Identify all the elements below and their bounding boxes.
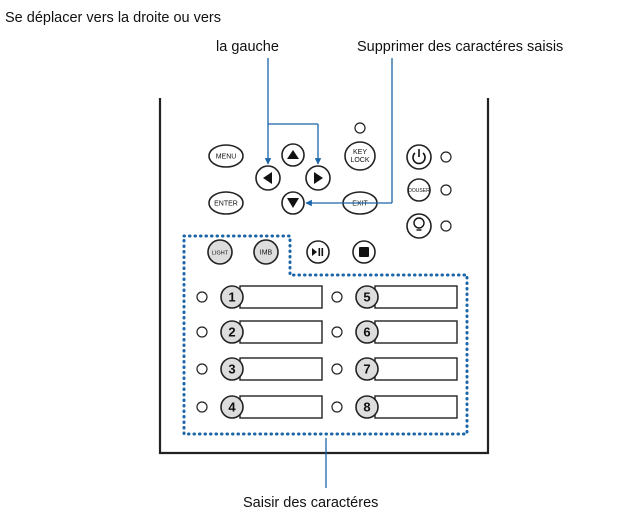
preset-2-number: 2 xyxy=(228,325,235,340)
keypad-highlight-region xyxy=(182,234,469,436)
preset-8-number: 8 xyxy=(363,400,370,415)
down-arrow-button[interactable] xyxy=(281,191,305,215)
preset-4-number: 4 xyxy=(228,400,236,415)
preset-5-number: 5 xyxy=(363,290,370,305)
callout-move-left-right xyxy=(264,58,322,165)
preset-5[interactable]: 5 xyxy=(331,285,458,309)
menu-button[interactable]: MENU xyxy=(208,144,244,168)
power-icon xyxy=(412,149,426,165)
down-arrow-icon xyxy=(287,198,299,208)
power-button[interactable] xyxy=(406,144,432,170)
menu-label: MENU xyxy=(216,154,237,161)
key-lock-label-1: KEY xyxy=(353,149,367,156)
left-arrow-button[interactable] xyxy=(255,165,281,191)
preset-6-indicator xyxy=(331,326,343,338)
preset-7-indicator xyxy=(331,363,343,375)
right-arrow-icon xyxy=(314,172,323,184)
preset-2-label-slot xyxy=(239,320,323,344)
callout-delete-chars xyxy=(305,58,393,207)
preset-1[interactable]: 1 xyxy=(196,285,323,309)
left-arrow-icon xyxy=(263,172,272,184)
light-button[interactable]: LIGHT xyxy=(207,239,233,265)
imb-button[interactable]: IMB xyxy=(253,239,279,265)
up-arrow-button[interactable] xyxy=(281,143,305,167)
preset-8-label-slot xyxy=(374,395,458,419)
preset-6-number: 6 xyxy=(363,325,370,340)
preset-5-indicator xyxy=(331,291,343,303)
preset-1-indicator xyxy=(196,291,208,303)
enter-button[interactable]: ENTER xyxy=(208,191,244,215)
stop-button[interactable] xyxy=(352,240,376,264)
preset-6[interactable]: 6 xyxy=(331,320,458,344)
caption-move-left-right-line2: la gauche xyxy=(216,39,279,55)
preset-4[interactable]: 4 xyxy=(196,395,323,419)
caption-delete-chars: Supprimer des caractéres saisis xyxy=(357,39,563,55)
preset-4-label-slot xyxy=(239,395,323,419)
key-lock-button[interactable]: KEY LOCK xyxy=(344,141,376,171)
caption-enter-chars: Saisir des caractéres xyxy=(243,495,378,511)
preset-7[interactable]: 7 xyxy=(331,357,458,381)
imb-label: IMB xyxy=(260,250,273,257)
enter-label: ENTER xyxy=(214,201,238,208)
preset-3[interactable]: 3 xyxy=(196,357,323,381)
key-lock-label-2: LOCK xyxy=(350,157,369,164)
preset-7-number: 7 xyxy=(363,362,370,377)
preset-5-label-slot xyxy=(374,285,458,309)
light-label: LIGHT xyxy=(212,251,229,257)
lamp-indicator xyxy=(440,220,452,232)
lamp-button[interactable] xyxy=(406,213,432,239)
caption-move-left-right-line1: Se déplacer vers la droite ou vers xyxy=(5,10,221,26)
douser-button[interactable]: DOUSER xyxy=(407,178,431,202)
remote-body-outline xyxy=(158,98,490,455)
preset-2-indicator xyxy=(196,326,208,338)
preset-4-indicator xyxy=(196,401,208,413)
power-indicator xyxy=(440,151,452,163)
up-arrow-icon xyxy=(287,150,299,159)
preset-8-indicator xyxy=(331,401,343,413)
lamp-icon xyxy=(413,217,425,231)
preset-2[interactable]: 2 xyxy=(196,320,323,344)
preset-3-number: 3 xyxy=(228,362,235,377)
preset-1-number: 1 xyxy=(228,290,235,305)
stop-icon xyxy=(359,247,369,257)
douser-indicator xyxy=(440,184,452,196)
preset-3-indicator xyxy=(196,363,208,375)
preset-3-label-slot xyxy=(239,357,323,381)
preset-6-label-slot xyxy=(374,320,458,344)
right-arrow-button[interactable] xyxy=(305,165,331,191)
preset-7-label-slot xyxy=(374,357,458,381)
exit-label: EXIT xyxy=(352,201,368,208)
key-lock-indicator xyxy=(354,122,366,134)
play-pause-button[interactable] xyxy=(306,240,330,264)
douser-label: DOUSER xyxy=(408,188,430,194)
preset-8[interactable]: 8 xyxy=(331,395,458,419)
play-pause-icon xyxy=(312,248,324,256)
preset-1-label-slot xyxy=(239,285,323,309)
